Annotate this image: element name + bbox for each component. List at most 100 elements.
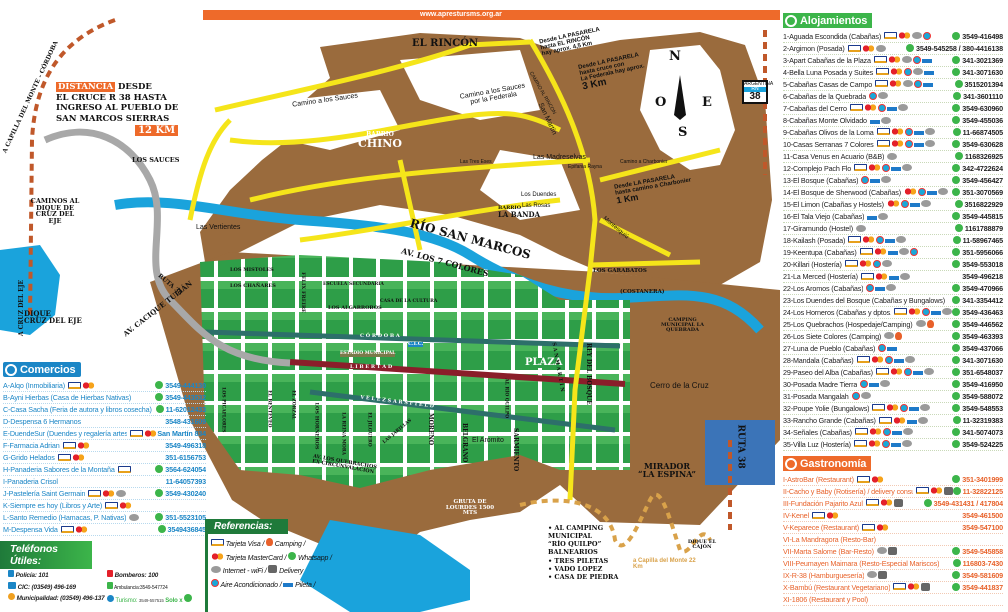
phone-number[interactable]: 351-6156753	[165, 452, 206, 462]
alojamientos-list-item[interactable]: 25-Los Quebrachos (Hospedaje/Camping)354…	[783, 319, 1003, 331]
phone-number[interactable]: 11-64057393	[165, 476, 206, 486]
phone-number[interactable]: 3549-461500	[962, 510, 1003, 520]
phone-number[interactable]: 3549-444130	[165, 380, 206, 390]
phone-number[interactable]: 3549-416498	[962, 31, 1003, 41]
phone-number[interactable]: 341-3021369	[962, 55, 1003, 65]
phone-number[interactable]: 3549-455036	[962, 115, 1003, 125]
phone-number[interactable]: 351-3070569	[962, 187, 1003, 197]
gastronomia-list-item[interactable]: VIII-Peumayen Maimara (Resto-Especial Ma…	[783, 558, 1003, 570]
alojamientos-list-item[interactable]: 23-Los Duendes del Bosque (Cabañas y Bun…	[783, 295, 1003, 307]
phone-number[interactable]: 3549-496318	[165, 440, 206, 450]
phone-number[interactable]: 341-3071630	[962, 67, 1003, 77]
comercios-list-item[interactable]: L-Santo Remedio (Hamacas, P. Nativas)351…	[3, 512, 206, 524]
phone-number[interactable]: 341-3601110	[963, 91, 1003, 101]
phone-number[interactable]: 3549-630628	[962, 139, 1003, 149]
phone-number[interactable]: 3549-441837	[962, 582, 1003, 592]
phone-number[interactable]: 3549-431431 / 417804	[933, 498, 1003, 508]
phone-number[interactable]: 3549436845	[167, 524, 206, 534]
phone-number[interactable]: 11-62012433	[165, 404, 206, 414]
phone-number[interactable]: 3549-547100	[962, 522, 1003, 532]
comercios-list-item[interactable]: E-DuendeSur (Duendes y regalería artesan…	[3, 428, 206, 440]
gastronomia-list-item[interactable]: XI-1806 (Restaurant y Pool)	[783, 594, 1003, 606]
phone-number[interactable]: 3549-588072	[962, 391, 1003, 401]
gastronomia-list-item[interactable]: VI-La Mandragora (Resto-Bar)	[783, 534, 1003, 546]
phone-number[interactable]: 3549-524225	[962, 439, 1003, 449]
gastronomia-list-item[interactable]: II-Cacho y Baby (Rotisería) / delivery c…	[783, 486, 1003, 498]
gastronomia-list-item[interactable]: VII-Marta Salome (Bar-Resto)3549-545858	[783, 546, 1003, 558]
alojamientos-list-item[interactable]: 22-Los Aromos (Cabañas)3549-470966	[783, 283, 1003, 295]
phone-number[interactable]: 1168326925	[964, 151, 1003, 161]
alojamientos-list-item[interactable]: 1-Aguada Escondida (Cabañas)3549-416498	[783, 31, 1003, 43]
phone-number[interactable]: 11-32822125	[962, 486, 1003, 496]
phone-number[interactable]: 3549-470966	[962, 283, 1003, 293]
phone-number[interactable]: 351-5956066	[962, 247, 1003, 257]
phone-number[interactable]: 3549-443532	[165, 392, 206, 402]
phone-number[interactable]: 11-32319383	[962, 415, 1003, 425]
phone-number[interactable]: 351-5523105	[165, 512, 206, 522]
phone-number[interactable]: 3515201394	[964, 79, 1003, 89]
phone-number[interactable]: San Martín 834	[157, 428, 206, 438]
phone-number[interactable]: 3549-430240	[165, 488, 206, 498]
phone-number[interactable]: 1161788879	[964, 223, 1003, 233]
phone-number[interactable]: 11-58967465	[962, 235, 1003, 245]
phone-number[interactable]: 3564-624054	[165, 464, 206, 474]
gastronomia-list-item[interactable]: I-AstroBar (Restaurant)351-3401999	[783, 474, 1003, 486]
alojamientos-list-item[interactable]: 2-Argimon (Posada)3549-545258 / 380-4416…	[783, 43, 1003, 55]
alojamientos-list-item[interactable]: 35-Villa Luz (Hostería)3549-524225	[783, 439, 1003, 451]
phone-number[interactable]: 3549-553018	[962, 259, 1003, 269]
phone-number[interactable]: 341-3354412	[962, 295, 1003, 305]
phone-number[interactable]: 351-3401999	[962, 474, 1003, 484]
website-label[interactable]: www.aprestursms.org.ar	[420, 11, 502, 18]
phone-number[interactable]: 3549-581609	[962, 570, 1003, 580]
phone-number[interactable]: 342-4722624	[962, 163, 1003, 173]
phone-number[interactable]: 3549-630960	[962, 103, 1003, 113]
phone-number[interactable]: 351-6548037	[962, 367, 1003, 377]
phone-number[interactable]: 341-5074073	[962, 427, 1003, 437]
phone-number[interactable]: 3516822929	[964, 199, 1003, 209]
alojamientos-list-item[interactable]: 33-Rancho Grande (Cabañas)11-32319383	[783, 415, 1003, 427]
alojamientos-list-item[interactable]: 17-Giramundo (Hostel)1161788879	[783, 223, 1003, 235]
phone-number[interactable]: 3549-416950	[962, 379, 1003, 389]
alojamientos-list-item[interactable]: 13-El Bosque (Cabañas)3549-456427	[783, 175, 1003, 187]
phone-number[interactable]: 3549-445815	[962, 211, 1003, 221]
phone-number[interactable]: 341-3071630	[962, 355, 1003, 365]
phone-number[interactable]: 3549-456427	[962, 175, 1003, 185]
alojamientos-list-item[interactable]: 18-Kailash (Posada)11-58967465	[783, 235, 1003, 247]
phone-number[interactable]: 3548-431609	[165, 416, 206, 426]
alojamientos-list-item[interactable]: 29-Paseo del Alba (Cabañas)351-6548037	[783, 367, 1003, 379]
gastronomia-list-item[interactable]: IX-R-38 (Hamburguesería)3549-581609	[783, 570, 1003, 582]
phone-number[interactable]: 3549-437066	[962, 343, 1003, 353]
alojamientos-list-item[interactable]: 20-Killari (Hostería)3549-553018	[783, 259, 1003, 271]
phone-number[interactable]: 3549-545858	[962, 546, 1003, 556]
alojamientos-list-item[interactable]: 26-Los Siete Colores (Camping)3549-46339…	[783, 331, 1003, 343]
phone-number[interactable]: 3549-548553	[962, 403, 1003, 413]
comercios-list-item[interactable]: K-Siempre es hoy (Libros y Arte)	[3, 500, 206, 512]
alojamientos-list-item[interactable]: 27-Luna de Pueblo (Cabañas)3549-437066	[783, 343, 1003, 355]
phone-number[interactable]: 3549-436463	[962, 307, 1003, 317]
phone-number[interactable]: 116803-7430	[962, 558, 1003, 568]
alojamientos-list-item[interactable]: 28-Mandala (Cabañas)341-3071630	[783, 355, 1003, 367]
phone-number[interactable]: 3549-545258 / 380-4416138	[916, 43, 1003, 53]
phone-number[interactable]: 3549-496218	[962, 271, 1003, 281]
comercios-list-item[interactable]: B-Ayni Hierbas (Casa de Hierbas Nativas)…	[3, 392, 206, 404]
comercios-list-item[interactable]: A-Alqo (Inmobiliaria)3549-444130	[3, 380, 206, 392]
alojamientos-list-item[interactable]: 32-Poupe Yolie (Bungalows)3549-548553	[783, 403, 1003, 415]
alojamientos-list-item[interactable]: 14-El Bosque de Sherwood (Cabañas)351-30…	[783, 187, 1003, 199]
phone-number[interactable]: 3549-463393	[962, 331, 1003, 341]
phone-number[interactable]: 11-66874505	[962, 127, 1003, 137]
alojamientos-list-item[interactable]: 15-El Limon (Cabañas y Hostels)351682292…	[783, 199, 1003, 211]
alojamientos-list-item[interactable]: 21-La Merced (Hostería)3549-496218	[783, 271, 1003, 283]
